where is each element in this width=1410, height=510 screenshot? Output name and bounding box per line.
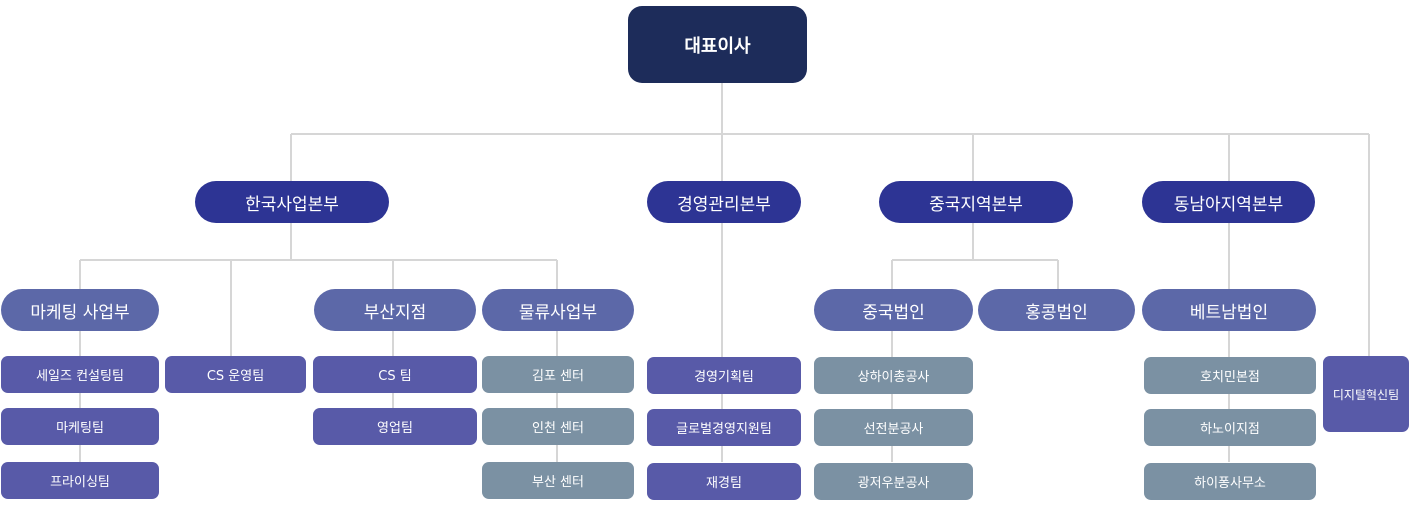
team-finance: 재경팀 bbox=[647, 463, 801, 500]
division-china: 중국지역본부 bbox=[879, 181, 1073, 223]
department-vietnam-corp: 베트남법인 bbox=[1142, 289, 1316, 331]
office-hanoi: 하노이지점 bbox=[1144, 409, 1316, 446]
division-southeast-asia: 동남아지역본부 bbox=[1142, 181, 1315, 223]
department-hongkong-corp: 홍콩법인 bbox=[978, 289, 1135, 331]
division-korea: 한국사업본부 bbox=[195, 181, 389, 223]
team-marketing: 마케팅팀 bbox=[1, 408, 159, 445]
team-global-management-support: 글로벌경영지원팀 bbox=[647, 409, 801, 446]
department-china-corp: 중국법인 bbox=[814, 289, 973, 331]
department-busan: 부산지점 bbox=[314, 289, 476, 331]
team-sales-consulting: 세일즈 컨설팅팀 bbox=[1, 356, 159, 393]
department-logistics: 물류사업부 bbox=[482, 289, 634, 331]
center-busan: 부산 센터 bbox=[482, 462, 634, 499]
office-hochiminh: 호치민본점 bbox=[1144, 357, 1316, 394]
office-shenzhen: 선전분공사 bbox=[814, 409, 973, 446]
team-management-planning: 경영기획팀 bbox=[647, 357, 801, 394]
ceo-box: 대표이사 bbox=[628, 6, 807, 83]
division-management: 경영관리본부 bbox=[647, 181, 801, 223]
office-guangzhou: 광저우분공사 bbox=[814, 463, 973, 500]
department-marketing: 마케팅 사업부 bbox=[1, 289, 159, 331]
office-haiphong: 하이퐁사무소 bbox=[1144, 463, 1316, 500]
team-digital-innovation: 디지털혁신팀 bbox=[1323, 356, 1409, 432]
office-shanghai: 상하이총공사 bbox=[814, 357, 973, 394]
center-incheon: 인천 센터 bbox=[482, 408, 634, 445]
team-pricing: 프라이싱팀 bbox=[1, 462, 159, 499]
team-sales: 영업팀 bbox=[313, 408, 477, 445]
center-gimpo: 김포 센터 bbox=[482, 356, 634, 393]
team-cs: CS 팀 bbox=[313, 356, 477, 393]
team-cs-operation: CS 운영팀 bbox=[165, 356, 306, 393]
